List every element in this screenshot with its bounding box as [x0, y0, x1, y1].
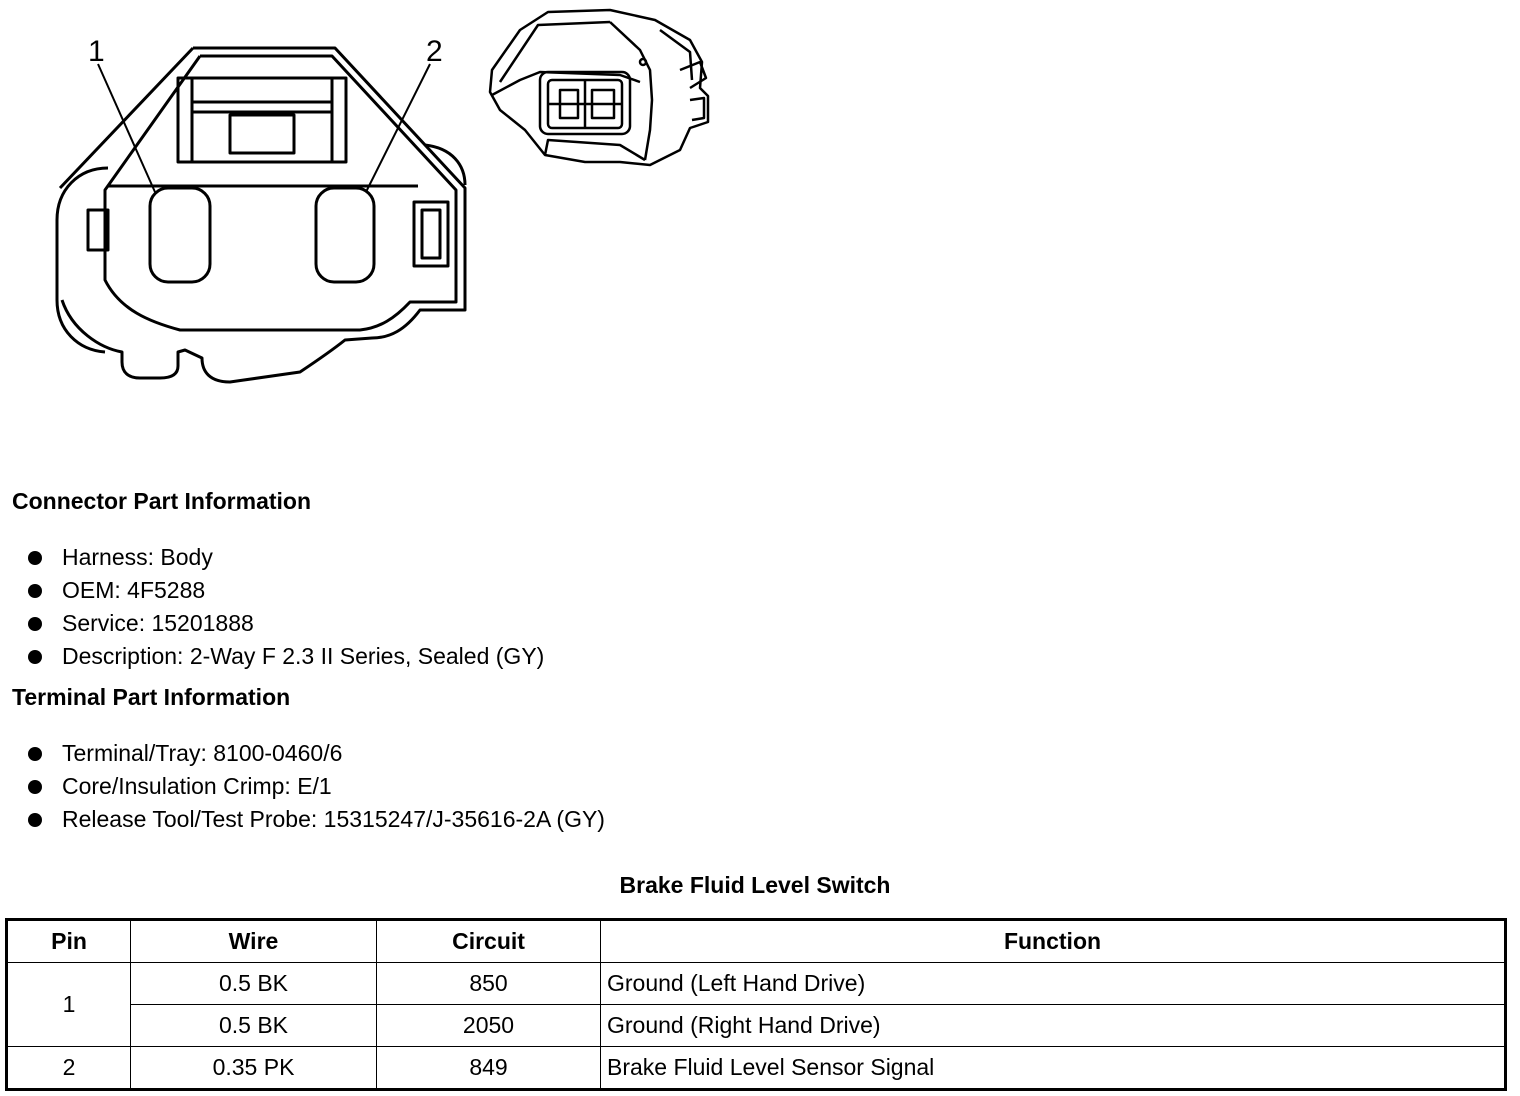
wire-cell: 0.35 PK: [130, 1046, 377, 1090]
wire-cell: 0.5 BK: [130, 962, 377, 1005]
column-header-function: Function: [600, 919, 1506, 963]
pin-2-cavity: [314, 186, 376, 284]
connector-part-info-heading: Connector Part Information: [12, 488, 312, 514]
circuit-cell: 2050: [376, 1004, 601, 1047]
function-cell: Ground (Right Hand Drive): [600, 1004, 1506, 1047]
pin-label-1: 1: [88, 35, 105, 68]
table-row: 0.5 BK 2050 Ground (Right Hand Drive): [7, 1004, 1506, 1047]
connector-diagram: 1 2: [55, 8, 710, 384]
pin-1-cavity: [148, 186, 212, 284]
terminal-part-info-heading: Terminal Part Information: [12, 684, 291, 710]
bullet-icon: [28, 813, 42, 827]
column-header-wire: Wire: [130, 919, 377, 963]
terminal-part-info-list: Terminal/Tray: 8100-0460/6 Core/Insulati…: [28, 737, 605, 836]
list-item: Description: 2-Way F 2.3 II Series, Seal…: [28, 640, 544, 673]
function-cell: Brake Fluid Level Sensor Signal: [600, 1046, 1506, 1090]
pin-cell: 2: [6, 1046, 131, 1090]
circuit-cell: 849: [376, 1046, 601, 1090]
pin-cell: 1: [6, 962, 131, 1047]
list-item: Core/Insulation Crimp: E/1: [28, 770, 605, 803]
bullet-icon: [28, 551, 42, 565]
connector-isometric-view: [488, 8, 710, 167]
table-row: 1 0.5 BK 850 Ground (Left Hand Drive): [6, 962, 1506, 1047]
connector-part-info-list: Harness: Body OEM: 4F5288 Service: 15201…: [28, 541, 544, 673]
bullet-icon: [28, 747, 42, 761]
list-item: Service: 15201888: [28, 607, 544, 640]
list-item: Release Tool/Test Probe: 15315247/J-3561…: [28, 803, 605, 836]
column-header-pin: Pin: [6, 919, 131, 963]
bullet-icon: [28, 780, 42, 794]
list-item: OEM: 4F5288: [28, 574, 544, 607]
wire-cell: 0.5 BK: [130, 1004, 377, 1047]
pin-label-2: 2: [426, 35, 443, 68]
table-row: 2 0.35 PK 849 Brake Fluid Level Sensor S…: [6, 1046, 1506, 1090]
bullet-icon: [28, 650, 42, 664]
function-cell: Ground (Left Hand Drive): [600, 962, 1506, 1005]
bullet-icon: [28, 617, 42, 631]
connector-outline: [60, 46, 467, 384]
table-header-row: Pin Wire Circuit Function: [6, 919, 1506, 963]
list-item: Harness: Body: [28, 541, 544, 574]
pinout-table: Pin Wire Circuit Function 1 0.5 BK 850 G…: [5, 918, 1507, 1091]
list-item: Terminal/Tray: 8100-0460/6: [28, 737, 605, 770]
circuit-cell: 850: [376, 962, 601, 1005]
column-header-circuit: Circuit: [376, 919, 601, 963]
table-title: Brake Fluid Level Switch: [619, 872, 891, 898]
bullet-icon: [28, 584, 42, 598]
